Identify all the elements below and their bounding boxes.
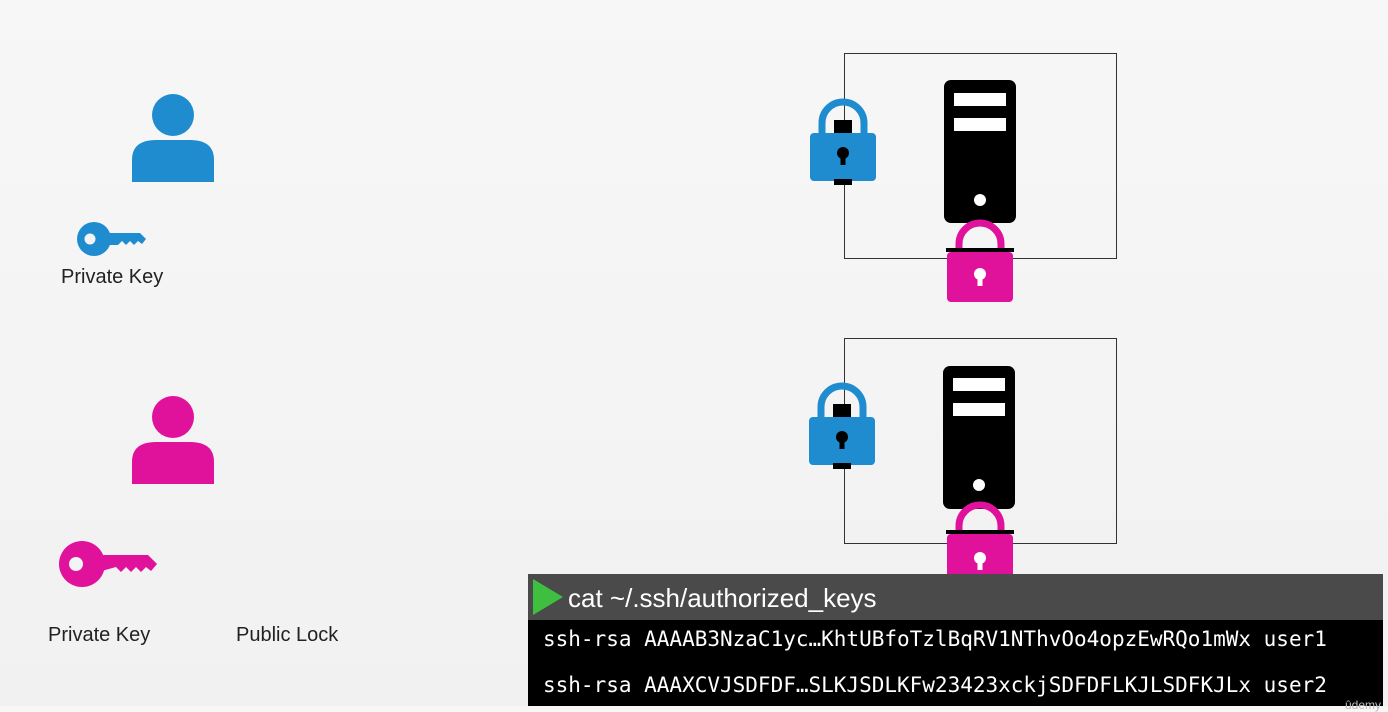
terminal-panel: cat ~/.ssh/authorized_keys ssh-rsa AAAAB… [528, 574, 1383, 712]
public-lock-label: Public Lock [236, 624, 339, 646]
udemy-watermark: ûdemy [1344, 698, 1381, 712]
authorized-key-line-1: ssh-rsa AAAAB3NzaC1yc…KhtUBfoTzlBqRV1NTh… [543, 627, 1327, 651]
private-key-label-user2: Private Key [48, 624, 151, 646]
lock-magenta-server-1-icon [946, 219, 1014, 302]
server-1-icon [944, 80, 1016, 223]
lock-magenta-server-2-icon [946, 501, 1014, 578]
authorized-key-line-2: ssh-rsa AAAXCVJSDFDF…SLKJSDLKFw23423xckj… [543, 673, 1327, 697]
terminal-command: cat ~/.ssh/authorized_keys [568, 583, 877, 613]
user-magenta-icon [132, 396, 214, 484]
server-2-icon [943, 366, 1015, 509]
lock-blue-server-2-icon [809, 382, 875, 469]
private-key-blue-icon [77, 222, 146, 256]
lock-blue-server-1-icon [810, 98, 876, 185]
play-prompt-icon [533, 579, 563, 615]
private-key-label-user1: Private Key [61, 266, 164, 288]
user-blue-icon [132, 94, 214, 182]
private-key-magenta-icon [59, 541, 157, 587]
terminal-header: cat ~/.ssh/authorized_keys [528, 574, 1383, 620]
